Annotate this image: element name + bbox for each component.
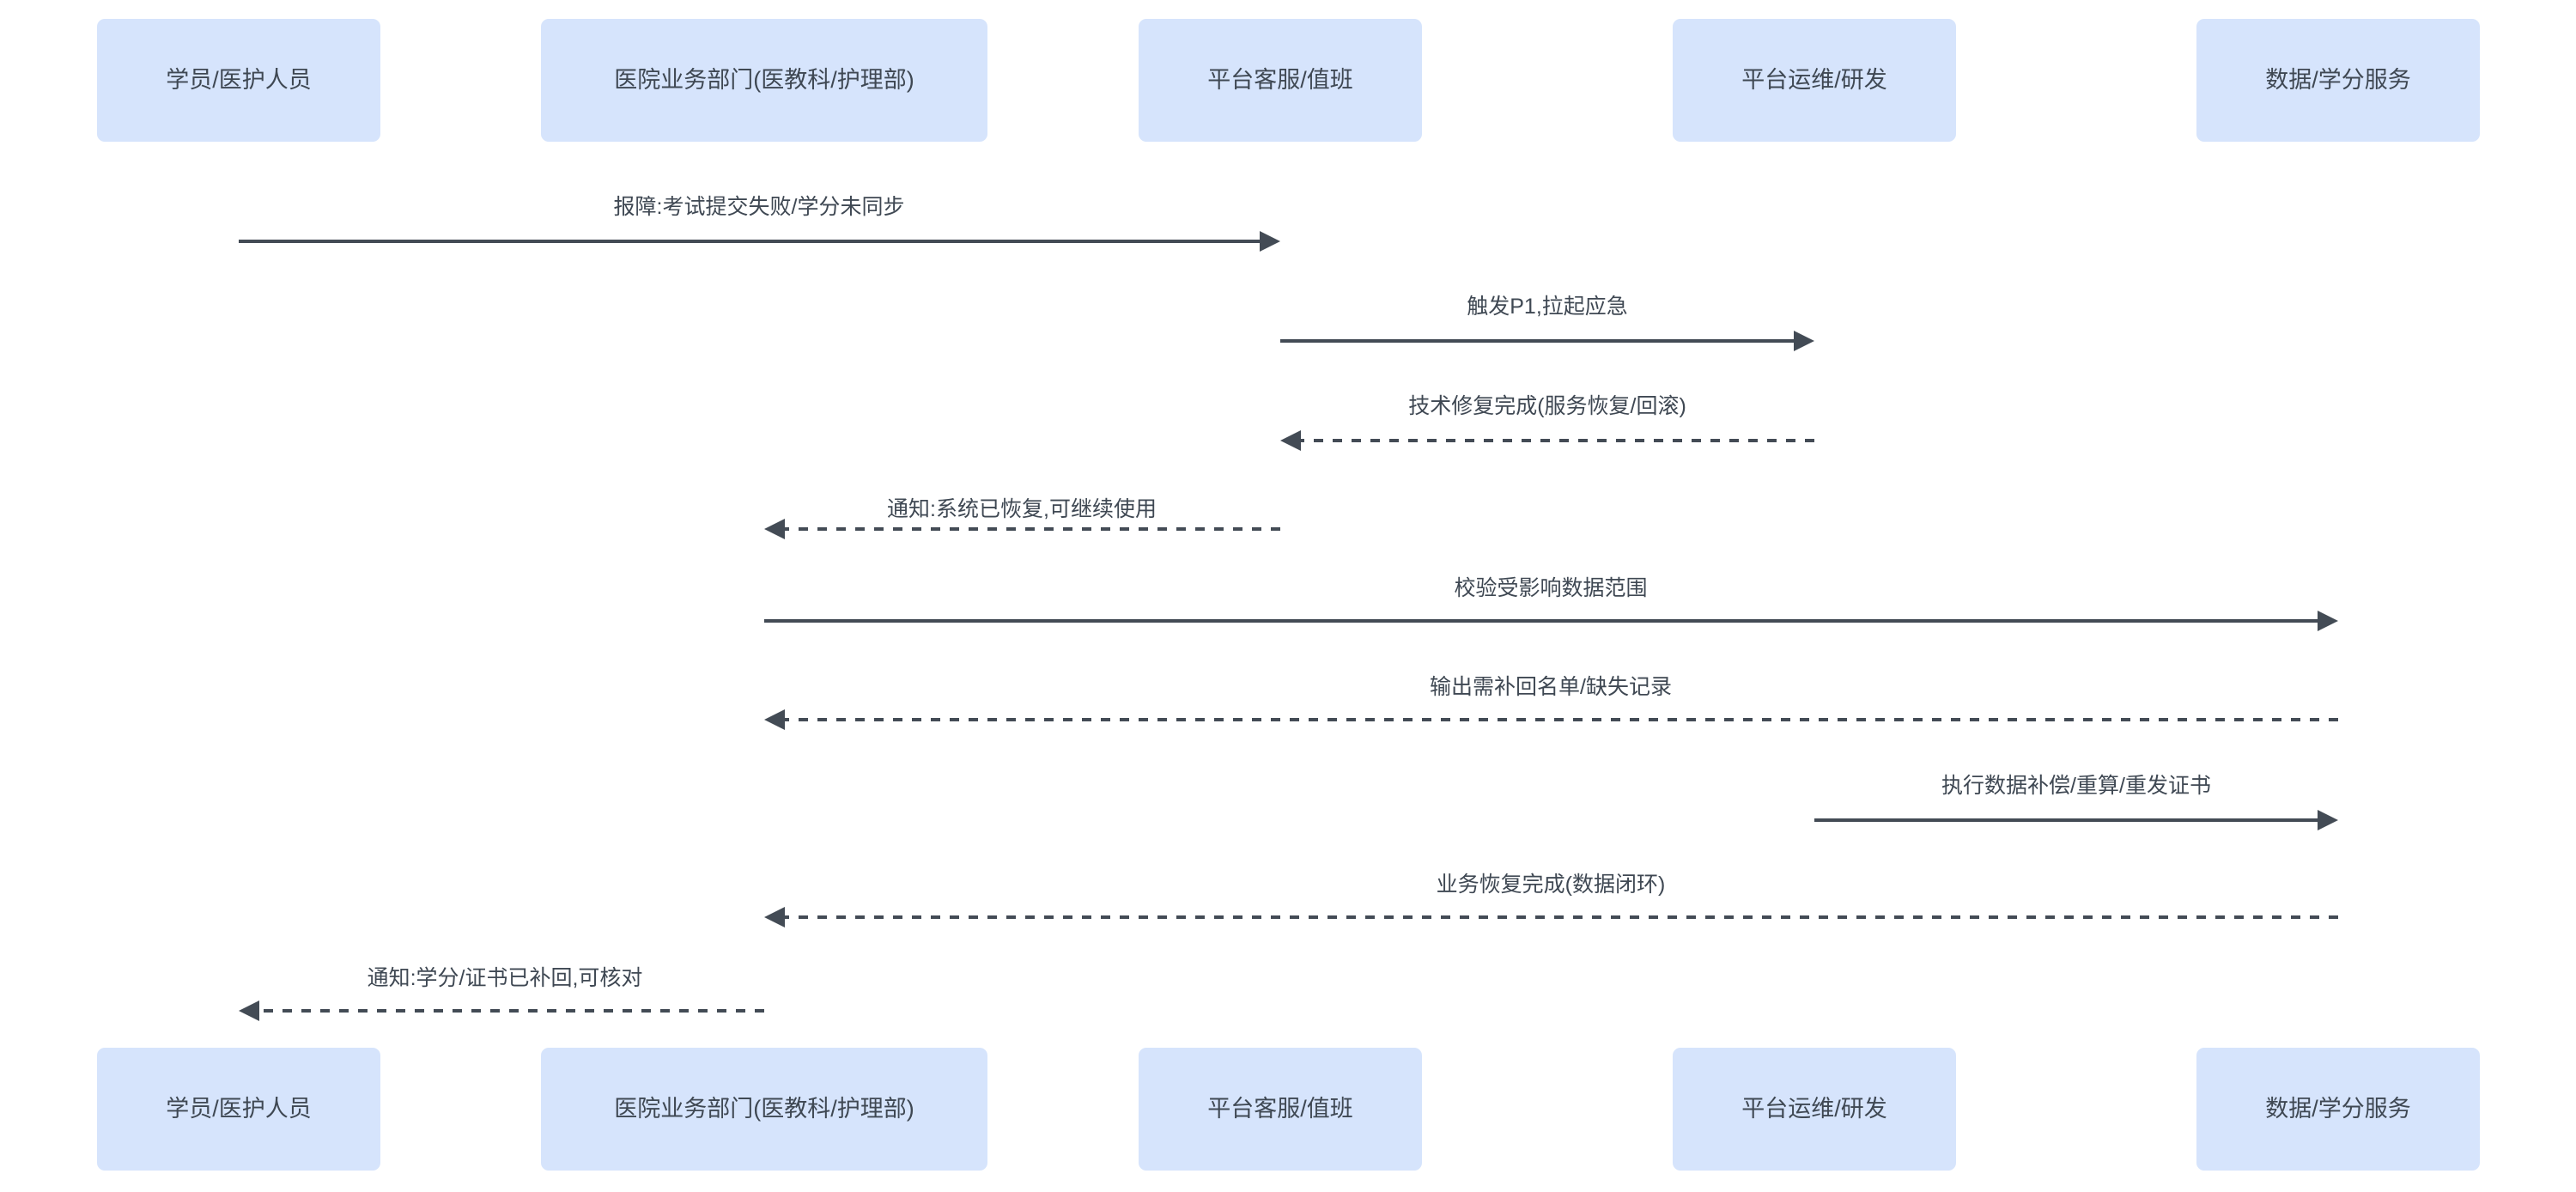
participant-label: 平台客服/值班: [1207, 1096, 1353, 1122]
message-arrowhead-7: [2318, 810, 2338, 830]
participant-box-p3-top[interactable]: 平台客服/值班: [1139, 19, 1422, 142]
participant-box-p2-top[interactable]: 医院业务部门(医教科/护理部): [541, 19, 987, 142]
participant-box-p1-bottom[interactable]: 学员/医护人员: [97, 1048, 380, 1171]
participant-box-p5-top[interactable]: 数据/学分服务: [2196, 19, 2480, 142]
participant-label: 医院业务部门(医教科/护理部): [614, 67, 914, 94]
message-label-2: 触发P1,拉起应急: [1467, 295, 1628, 319]
participant-box-p3-bottom[interactable]: 平台客服/值班: [1139, 1048, 1422, 1171]
message-label-5: 校验受影响数据范围: [1454, 576, 1648, 600]
participant-box-p4-top[interactable]: 平台运维/研发: [1673, 19, 1956, 142]
message-arrowhead-5: [2318, 611, 2338, 631]
participant-box-p2-bottom[interactable]: 医院业务部门(医教科/护理部): [541, 1048, 987, 1171]
message-arrowhead-3: [1280, 430, 1301, 451]
participant-label: 数据/学分服务: [2265, 67, 2411, 94]
message-label-9: 通知:学分/证书已补回,可核对: [367, 966, 643, 990]
participant-box-p5-bottom[interactable]: 数据/学分服务: [2196, 1048, 2480, 1171]
message-arrowhead-1: [1260, 231, 1280, 252]
message-arrowhead-2: [1794, 331, 1814, 351]
message-label-6: 输出需补回名单/缺失记录: [1430, 675, 1672, 699]
message-label-4: 通知:系统已恢复,可继续使用: [887, 497, 1157, 521]
participant-box-p1-top[interactable]: 学员/医护人员: [97, 19, 380, 142]
message-label-1: 报障:考试提交失败/学分未同步: [613, 195, 905, 219]
message-label-3: 技术修复完成(服务恢复/回滚): [1408, 394, 1686, 418]
message-arrowhead-9: [239, 1000, 259, 1021]
participant-label: 平台客服/值班: [1207, 67, 1353, 94]
message-arrowhead-6: [764, 709, 785, 730]
message-arrowhead-4: [764, 519, 785, 539]
participant-label: 医院业务部门(医教科/护理部): [614, 1096, 914, 1122]
message-label-8: 业务恢复完成(数据闭环): [1436, 873, 1666, 897]
participant-label: 学员/医护人员: [166, 1096, 312, 1122]
message-arrowhead-8: [764, 907, 785, 927]
participant-label: 数据/学分服务: [2265, 1096, 2411, 1122]
participant-box-p4-bottom[interactable]: 平台运维/研发: [1673, 1048, 1956, 1171]
participant-label: 平台运维/研发: [1741, 1096, 1887, 1122]
participant-label: 学员/医护人员: [166, 67, 312, 94]
message-label-7: 执行数据补偿/重算/重发证书: [1941, 774, 2211, 798]
participant-label: 平台运维/研发: [1741, 67, 1887, 94]
